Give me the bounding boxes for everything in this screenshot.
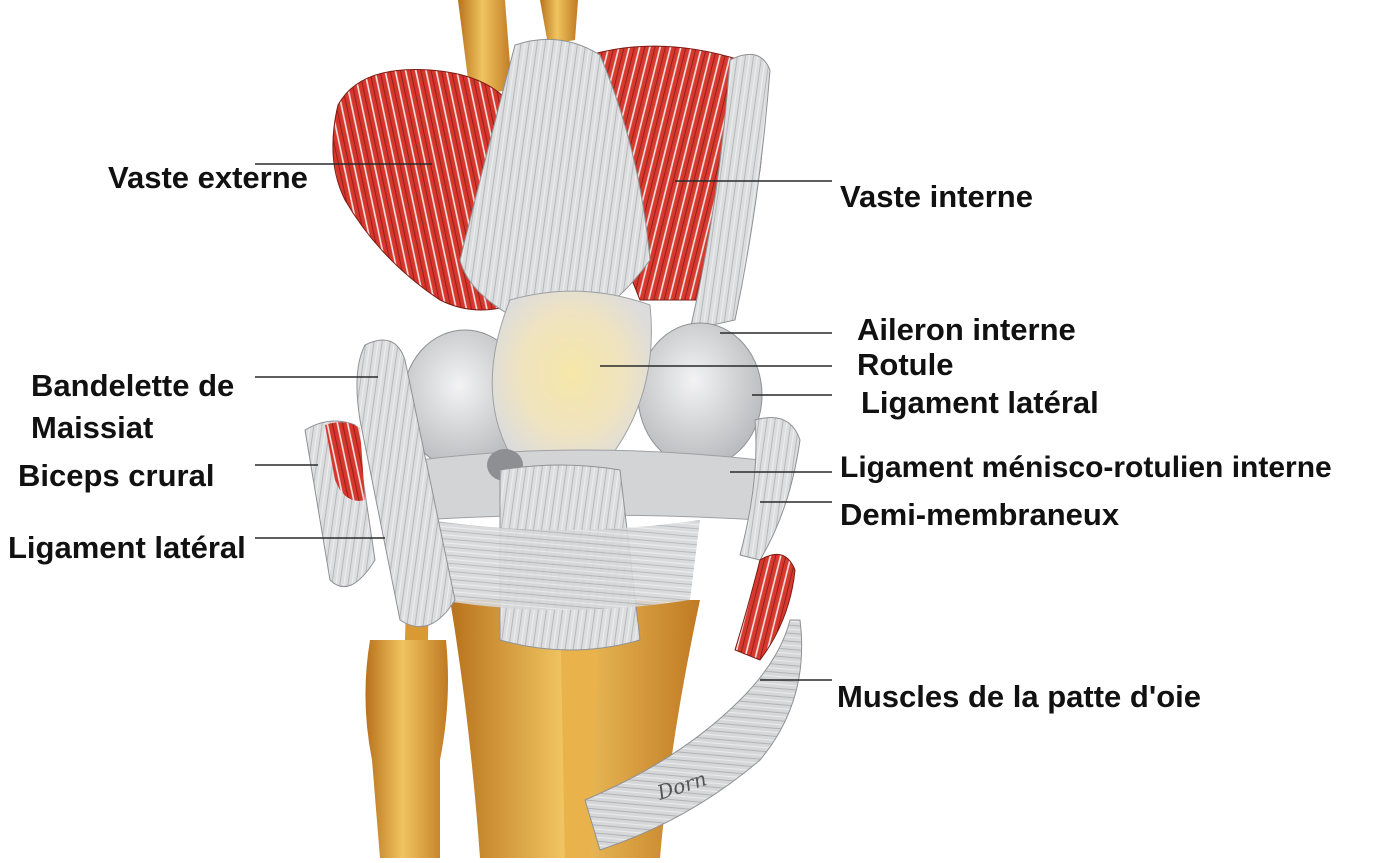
patella bbox=[492, 291, 651, 475]
biceps-femoris bbox=[305, 421, 375, 587]
label-ligament-menisco: Ligament ménisco-rotulien interne bbox=[840, 453, 1332, 483]
label-bandelette-line2: Maissiat bbox=[31, 412, 153, 443]
label-bandelette-line1: Bandelette de bbox=[31, 370, 234, 401]
label-vaste-interne: Vaste interne bbox=[840, 181, 1033, 212]
label-demi-membraneux: Demi-membraneux bbox=[840, 499, 1119, 530]
label-vaste-externe: Vaste externe bbox=[108, 162, 308, 193]
label-patte-oie: Muscles de la patte d'oie bbox=[837, 681, 1201, 712]
label-ligament-lateral-externe: Ligament latéral bbox=[8, 532, 246, 563]
label-biceps-crural: Biceps crural bbox=[18, 460, 214, 491]
label-rotule: Rotule bbox=[857, 349, 953, 380]
label-ligament-lateral-interne: Ligament latéral bbox=[861, 387, 1099, 418]
label-aileron-interne: Aileron interne bbox=[857, 314, 1076, 345]
